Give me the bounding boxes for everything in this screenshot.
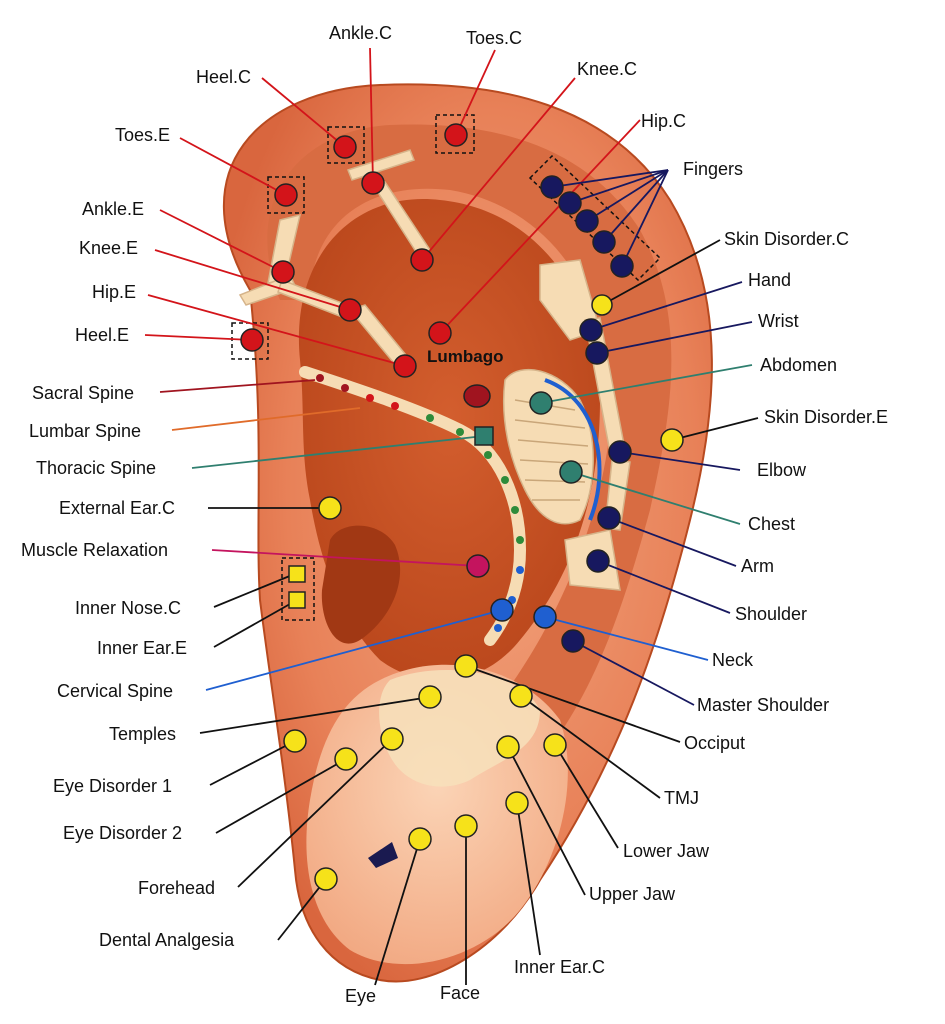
label-hip-c: Hip.C bbox=[641, 111, 687, 131]
label-face: Face bbox=[440, 983, 481, 1003]
label-upper-jaw: Upper Jaw bbox=[589, 884, 676, 904]
label-ankle-e: Ankle.E bbox=[82, 199, 145, 219]
label-shoulder: Shoulder bbox=[735, 604, 808, 624]
label-lumbago: Lumbago bbox=[427, 347, 504, 366]
label-knee-c: Knee.C bbox=[577, 59, 638, 79]
point-neck bbox=[533, 605, 557, 629]
point-inner-ear-e bbox=[288, 591, 306, 609]
point-shoulder bbox=[586, 549, 610, 573]
label-inner-nose-c: Inner Nose.C bbox=[75, 598, 182, 618]
label-hip-e: Hip.E bbox=[92, 282, 137, 302]
label-temples: Temples bbox=[109, 724, 177, 744]
point-occiput bbox=[454, 654, 478, 678]
label-toes-c: Toes.C bbox=[466, 28, 523, 48]
point-ankle-e bbox=[271, 260, 295, 284]
label-knee-e: Knee.E bbox=[79, 238, 139, 258]
point-elbow bbox=[608, 440, 632, 464]
label-sacral-spine: Sacral Spine bbox=[32, 383, 135, 403]
label-lower-jaw: Lower Jaw bbox=[623, 841, 710, 861]
label-fingers: Fingers bbox=[683, 159, 744, 179]
point-upper-jaw bbox=[496, 735, 520, 759]
point-temples bbox=[418, 685, 442, 709]
label-skin-disorder-c: Skin Disorder.C bbox=[724, 229, 850, 249]
label-toes-e: Toes.E bbox=[115, 125, 171, 145]
label-tmj: TMJ bbox=[664, 788, 699, 808]
point-skin-disorder-e bbox=[660, 428, 684, 452]
label-occiput: Occiput bbox=[684, 733, 746, 753]
ear-scapha bbox=[267, 124, 672, 761]
point-face bbox=[454, 814, 478, 838]
point-ankle-c bbox=[361, 171, 385, 195]
point-toes-e bbox=[274, 183, 298, 207]
label-thoracic-spine: Thoracic Spine bbox=[36, 458, 157, 478]
label-muscle-relaxation: Muscle Relaxation bbox=[21, 540, 169, 560]
label-hand: Hand bbox=[748, 270, 792, 290]
point-finger-1 bbox=[540, 175, 564, 199]
point-lumbago bbox=[463, 384, 491, 408]
point-knee-c bbox=[410, 248, 434, 272]
point-wrist bbox=[585, 341, 609, 365]
ear-canal bbox=[321, 525, 401, 644]
label-elbow: Elbow bbox=[757, 460, 807, 480]
label-chest: Chest bbox=[748, 514, 796, 534]
point-eye bbox=[408, 827, 432, 851]
spine-markers bbox=[316, 374, 524, 632]
point-lower-jaw bbox=[543, 733, 567, 757]
point-eye-disorder-2 bbox=[334, 747, 358, 771]
point-muscle-relaxation bbox=[466, 554, 490, 578]
label-inner-ear-e: Inner Ear.E bbox=[97, 638, 188, 658]
diaphragm-line bbox=[544, 378, 602, 521]
point-knee-e bbox=[338, 298, 362, 322]
label-arm: Arm bbox=[741, 556, 774, 576]
point-thoracic-spine bbox=[474, 426, 494, 446]
point-toes-c bbox=[444, 123, 468, 147]
label-cervical-spine: Cervical Spine bbox=[57, 681, 174, 701]
label-heel-e: Heel.E bbox=[75, 325, 130, 345]
label-eye-disorder-1: Eye Disorder 1 bbox=[53, 776, 173, 796]
point-chest bbox=[559, 460, 583, 484]
eye-sketch-icon bbox=[368, 842, 398, 868]
point-heel-e bbox=[240, 328, 264, 352]
point-finger-3 bbox=[575, 209, 599, 233]
label-external-ear-c: External Ear.C bbox=[59, 498, 176, 518]
point-finger-4 bbox=[592, 230, 616, 254]
point-master-shoulder bbox=[561, 629, 585, 653]
label-heel-c: Heel.C bbox=[196, 67, 252, 87]
point-hip-c bbox=[428, 321, 452, 345]
spine bbox=[299, 366, 527, 646]
point-skin-disorder-c bbox=[591, 294, 613, 316]
points bbox=[240, 123, 684, 891]
label-inner-ear-c: Inner Ear.C bbox=[514, 957, 606, 977]
label-neck: Neck bbox=[712, 650, 754, 670]
label-skin-disorder-e: Skin Disorder.E bbox=[764, 407, 889, 427]
point-cervical-spine bbox=[490, 598, 514, 622]
label-ankle-c: Ankle.C bbox=[329, 23, 393, 43]
point-abdomen bbox=[529, 391, 553, 415]
point-arm bbox=[597, 506, 621, 530]
label-abdomen: Abdomen bbox=[760, 355, 838, 375]
label-wrist: Wrist bbox=[758, 311, 799, 331]
point-hip-e bbox=[393, 354, 417, 378]
point-forehead bbox=[380, 727, 404, 751]
point-external-ear-c bbox=[318, 496, 342, 520]
point-finger-5 bbox=[610, 254, 634, 278]
label-eye: Eye bbox=[345, 986, 377, 1006]
leader-lines bbox=[144, 47, 759, 986]
label-lumbar-spine: Lumbar Spine bbox=[29, 421, 142, 441]
label-eye-disorder-2: Eye Disorder 2 bbox=[63, 823, 183, 843]
point-inner-nose-c bbox=[288, 565, 306, 583]
point-finger-2 bbox=[558, 191, 582, 215]
point-inner-ear-c bbox=[505, 791, 529, 815]
point-dental-analgesia bbox=[314, 867, 338, 891]
label-forehead: Forehead bbox=[138, 878, 216, 898]
point-heel-c bbox=[333, 135, 357, 159]
label-dental-analgesia: Dental Analgesia bbox=[99, 930, 235, 950]
label-master-shoulder: Master Shoulder bbox=[697, 695, 830, 715]
point-hand bbox=[579, 318, 603, 342]
point-eye-disorder-1 bbox=[283, 729, 307, 753]
point-tmj bbox=[509, 684, 533, 708]
